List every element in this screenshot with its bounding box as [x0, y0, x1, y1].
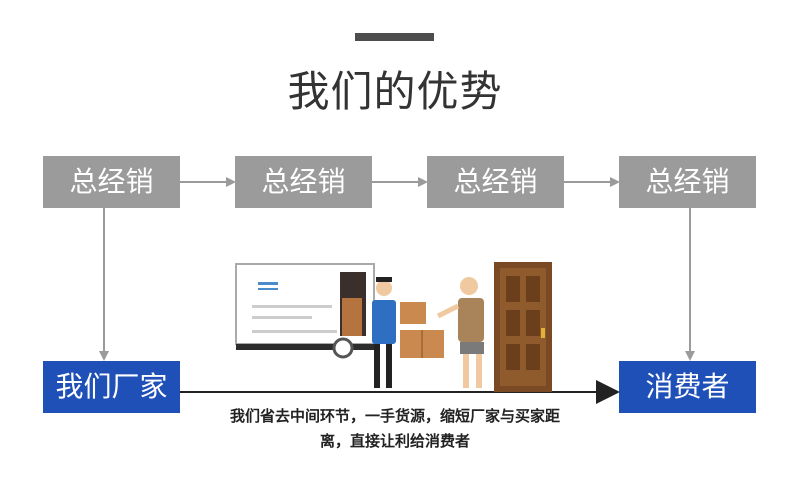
distributor-box-4: 总经销: [619, 156, 756, 208]
distributor-box-2: 总经销: [235, 156, 372, 208]
distributor-box-1: 总经销: [43, 156, 180, 208]
page-title: 我们的优势: [287, 67, 503, 116]
factory-box: 我们厂家: [43, 361, 180, 413]
consumer-box: 消费者: [619, 361, 756, 413]
distributor-box-3: 总经销: [427, 156, 564, 208]
caption-line-2: 离，直接让利给消费者: [319, 432, 470, 450]
caption-line-1: 我们省去中间环节，一手货源，缩短厂家与买家距: [229, 407, 560, 425]
delivery-illustration: [235, 262, 552, 392]
title-decor-bar: [355, 33, 434, 41]
caption: 我们省去中间环节，一手货源，缩短厂家与买家距 离，直接让利给消费者: [180, 404, 610, 454]
